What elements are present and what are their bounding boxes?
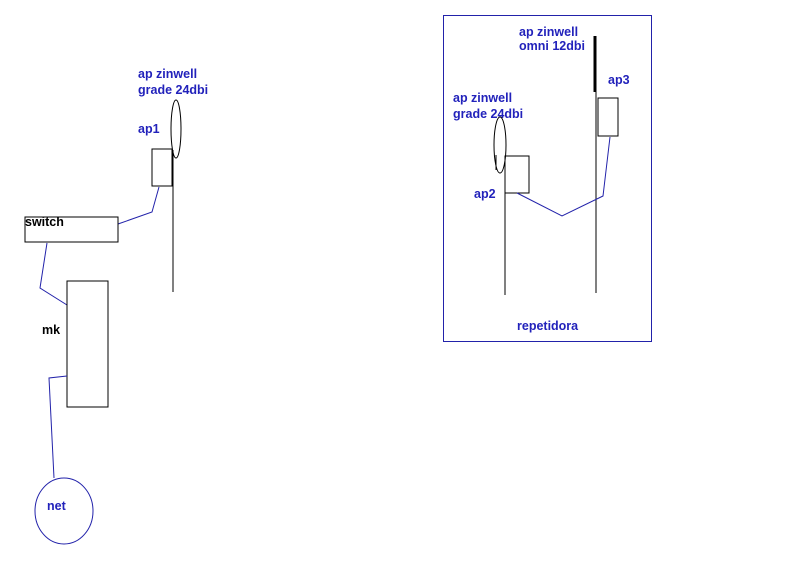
ap2-grid-antenna <box>493 116 507 174</box>
repetidora-frame <box>443 15 652 342</box>
ap1-label: ap1 <box>138 122 160 136</box>
ap1-switch-cable <box>117 186 160 225</box>
mk-box <box>66 280 109 408</box>
ap2-box <box>504 155 530 194</box>
ap1-box <box>151 148 173 187</box>
ap3-box <box>597 97 619 137</box>
ap1-grid-antenna <box>170 99 182 159</box>
mk-net-cable <box>48 375 68 479</box>
ap2-ap3-cable <box>516 136 611 217</box>
mk-label: mk <box>42 323 60 337</box>
switch-mk-cable <box>39 242 68 306</box>
switch-box <box>24 216 119 243</box>
ap1-antenna-label-line2: grade 24dbi <box>138 83 208 97</box>
ap3-antenna-label-line1: ap zinwell <box>519 25 578 39</box>
net-label: net <box>47 499 67 513</box>
ap2-antenna-label-line1: ap zinwell <box>453 91 512 105</box>
ap2-label: ap2 <box>474 187 496 201</box>
net-circle <box>34 477 94 545</box>
ap3-antenna-label-line2: omni 12dbi <box>519 39 585 53</box>
switch-label: switch <box>25 215 64 229</box>
repetidora-label: repetidora <box>517 319 579 333</box>
ap3-label: ap3 <box>608 73 630 87</box>
ap1-antenna-label-line1: ap zinwell <box>138 67 197 81</box>
ap2-antenna-label-line2: grade 24dbi <box>453 107 523 121</box>
